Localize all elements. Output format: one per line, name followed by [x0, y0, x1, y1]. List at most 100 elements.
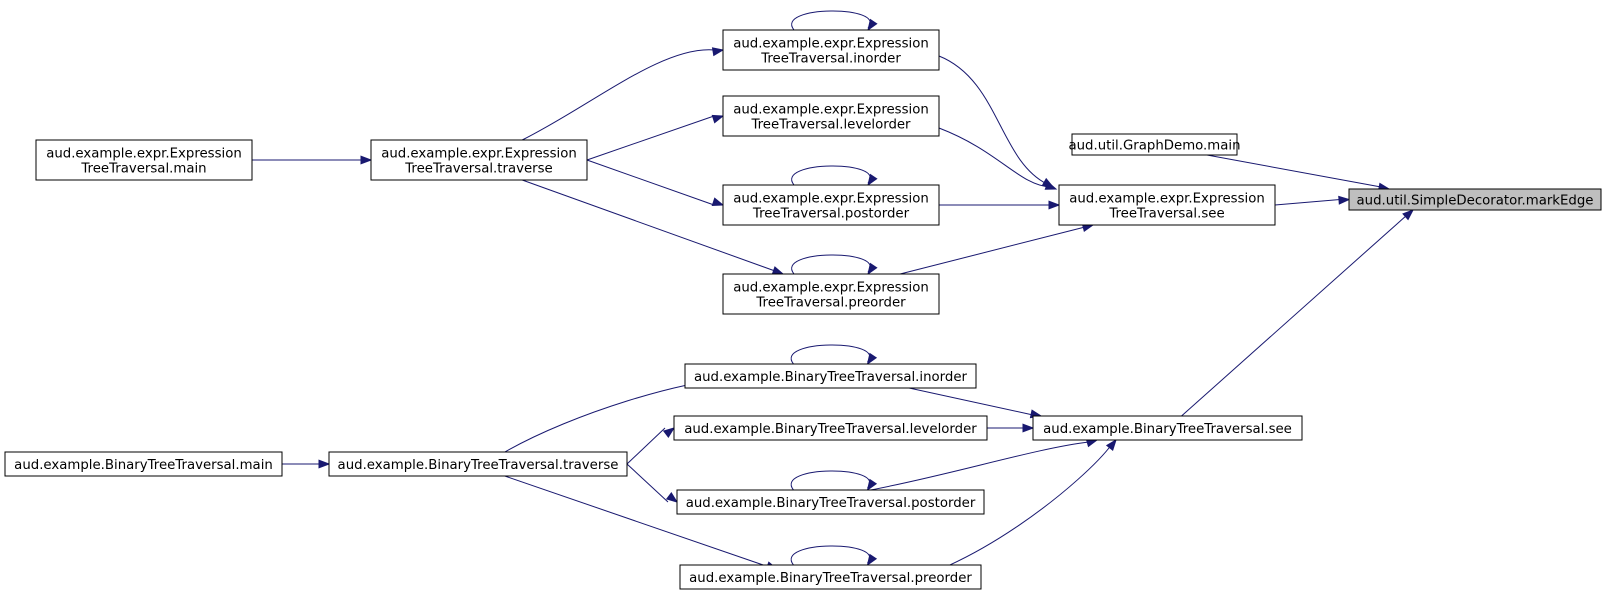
arrowhead: [867, 173, 878, 187]
graph-node-exprInorder[interactable]: aud.example.expr.ExpressionTreeTraversal…: [722, 29, 940, 71]
node-label: aud.example.BinaryTreeTraversal.see: [1043, 422, 1292, 437]
edge-line: [522, 179, 776, 272]
node-label: aud.example.expr.Expression: [733, 281, 929, 296]
arrowhead: [867, 262, 878, 276]
edge-line: [521, 49, 716, 141]
node-box: [722, 273, 940, 315]
edge-btInorder-to-btInorder: [790, 344, 878, 366]
graph-node-exprLevelorder[interactable]: aud.example.expr.ExpressionTreeTraversal…: [722, 95, 940, 137]
edge-line: [1181, 214, 1408, 417]
graph-node-exprPostorder[interactable]: aud.example.expr.ExpressionTreeTraversal…: [722, 184, 940, 226]
edge-line: [870, 441, 1090, 491]
edge-btPostorder-to-btSee: [870, 438, 1099, 491]
graph-node-btTraverse[interactable]: aud.example.BinaryTreeTraversal.traverse: [328, 451, 628, 477]
graph-node-btMain[interactable]: aud.example.BinaryTreeTraversal.main: [4, 451, 283, 477]
edge-btPostorder-to-btPostorder: [790, 470, 878, 492]
arrowhead: [360, 155, 373, 165]
graph-node-exprSee[interactable]: aud.example.expr.ExpressionTreeTraversal…: [1058, 184, 1276, 226]
node-label: aud.example.expr.Expression: [733, 37, 929, 52]
edge-btMain-to-btTraverse: [282, 459, 331, 469]
node-label: aud.example.BinaryTreeTraversal.traverse: [338, 458, 619, 473]
node-layer: aud.util.SimpleDecorator.markEdge aud.uti…: [4, 29, 1602, 590]
edge-line: [586, 159, 715, 206]
node-box: [1348, 188, 1602, 211]
edge-exprPostorder-to-exprPostorder: [791, 165, 878, 187]
arrowhead: [1338, 195, 1351, 205]
edge-line: [791, 165, 871, 186]
node-label: TreeTraversal.levelorder: [750, 118, 911, 133]
edge-line: [626, 463, 669, 503]
node-label: TreeTraversal.postorder: [752, 207, 910, 222]
node-label: aud.example.BinaryTreeTraversal.levelord…: [684, 422, 977, 437]
edge-line: [938, 55, 1048, 185]
arrowhead: [867, 18, 878, 32]
edge-line: [908, 387, 1034, 416]
edge-exprInorder-to-exprInorder: [791, 10, 878, 32]
node-box: [722, 184, 940, 226]
node-box: [1058, 184, 1276, 226]
graph-node-markEdge[interactable]: aud.util.SimpleDecorator.markEdge: [1348, 188, 1602, 211]
arrowhead: [711, 114, 725, 124]
edge-layer: [252, 10, 1415, 588]
node-label: TreeTraversal.preorder: [755, 296, 906, 311]
edge-exprTraverse-to-exprPostorder: [586, 159, 725, 206]
arrowhead: [771, 266, 785, 275]
graph-node-btSee[interactable]: aud.example.BinaryTreeTraversal.see: [1032, 415, 1303, 441]
edge-line: [790, 545, 871, 566]
graph-node-btPreorder[interactable]: aud.example.BinaryTreeTraversal.preorder: [679, 564, 982, 590]
edge-btLevelorder-to-btSee: [987, 423, 1035, 433]
arrowhead: [1044, 181, 1058, 190]
node-box: [35, 139, 253, 181]
node-label: aud.example.expr.Expression: [46, 147, 242, 162]
arrowhead: [711, 197, 725, 206]
graph-node-btInorder[interactable]: aud.example.BinaryTreeTraversal.inorder: [684, 363, 977, 389]
edge-line: [586, 115, 715, 161]
arrowhead: [866, 478, 878, 492]
arrowhead: [665, 492, 679, 503]
graph-node-graphDemoMain[interactable]: aud.util.GraphDemo.main: [1068, 133, 1241, 156]
node-box: [676, 489, 985, 515]
graph-node-exprTraverse[interactable]: aud.example.expr.ExpressionTreeTraversal…: [370, 139, 588, 181]
edge-exprInorder-to-exprSee: [938, 55, 1055, 188]
node-box: [370, 139, 588, 181]
edge-line: [791, 254, 871, 275]
edge-exprMain-to-exprTraverse: [252, 155, 373, 165]
arrowhead: [1022, 423, 1035, 433]
edge-line: [626, 427, 666, 465]
edge-exprPreorder-to-exprSee: [899, 223, 1095, 275]
edge-btPreorder-to-btPreorder: [790, 545, 878, 567]
node-label: aud.util.SimpleDecorator.markEdge: [1357, 194, 1594, 209]
node-label: aud.util.GraphDemo.main: [1068, 139, 1240, 154]
graph-node-exprPreorder[interactable]: aud.example.expr.ExpressionTreeTraversal…: [722, 273, 940, 315]
edge-btSee-to-markEdge: [1181, 209, 1415, 417]
node-label: aud.example.expr.Expression: [733, 103, 929, 118]
arrowhead: [1105, 438, 1117, 452]
node-label: aud.example.expr.Expression: [733, 192, 929, 207]
edge-btInorder-to-btSee: [908, 387, 1043, 419]
node-label: TreeTraversal.see: [1108, 207, 1224, 222]
graph-node-btLevelorder[interactable]: aud.example.BinaryTreeTraversal.levelord…: [673, 415, 988, 441]
arrowhead: [1402, 209, 1415, 221]
node-box: [328, 451, 628, 477]
edge-line: [899, 226, 1086, 275]
node-label: TreeTraversal.traverse: [404, 162, 552, 177]
node-label: aud.example.expr.Expression: [381, 147, 577, 162]
edge-line: [1274, 199, 1341, 206]
node-label: aud.example.BinaryTreeTraversal.inorder: [694, 370, 968, 385]
edge-exprLevelorder-to-exprSee: [938, 127, 1058, 190]
edge-exprPreorder-to-exprPreorder: [791, 254, 878, 276]
edge-btTraverse-to-btLevelorder: [626, 427, 676, 465]
edge-line: [1206, 154, 1382, 188]
node-label: TreeTraversal.inorder: [760, 52, 901, 67]
edge-line: [790, 470, 871, 491]
node-label: TreeTraversal.main: [80, 162, 206, 177]
node-box: [1071, 133, 1238, 156]
arrowhead: [1048, 200, 1061, 210]
node-box: [1032, 415, 1303, 441]
graph-node-exprMain[interactable]: aud.example.expr.ExpressionTreeTraversal…: [35, 139, 253, 181]
graph-node-btPostorder[interactable]: aud.example.BinaryTreeTraversal.postorde…: [676, 489, 985, 515]
node-box: [679, 564, 982, 590]
arrowhead: [866, 352, 878, 366]
edge-line: [791, 10, 871, 31]
